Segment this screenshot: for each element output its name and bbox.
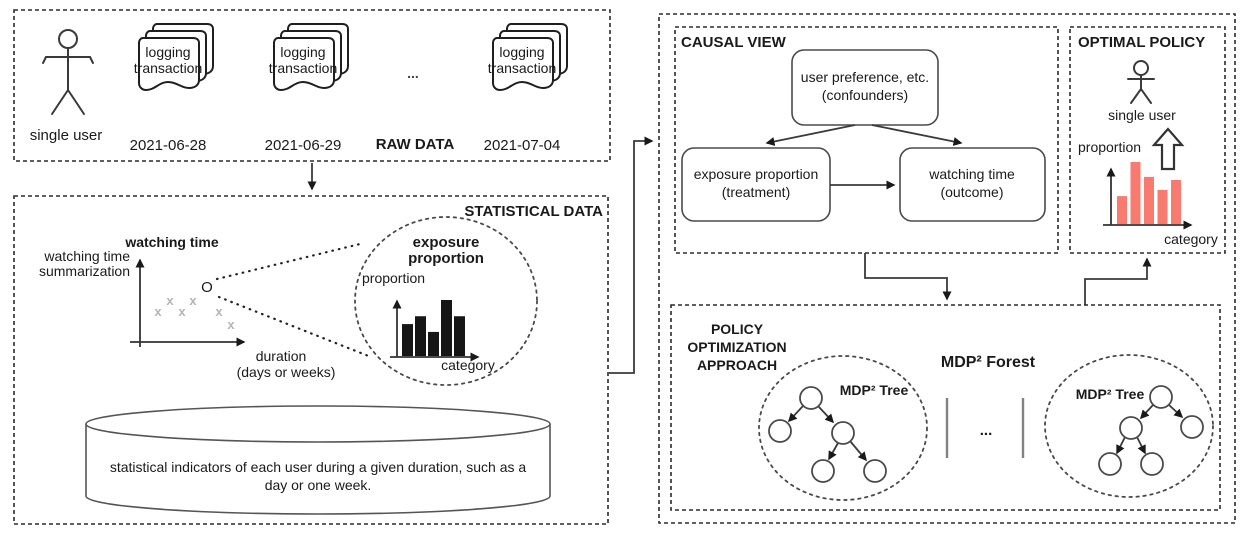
logging-transaction-doc-stack-1: logging transaction: [134, 23, 214, 91]
bar: [1157, 189, 1168, 224]
exposure-bars: [402, 300, 465, 356]
side-label-line1: watching time: [43, 248, 130, 264]
magnifier-callout-line-top: [215, 241, 366, 281]
statistical-data-panel: [13, 195, 609, 525]
optimal-y-label: proportion: [1078, 139, 1141, 155]
single-user-icon: [42, 29, 94, 115]
side-label-line2: summarization: [39, 263, 130, 279]
logging-transaction-doc-stack-3: logging transaction: [488, 23, 568, 91]
forest-ellipsis: ...: [980, 422, 993, 439]
treatment-line1: exposure proportion: [694, 166, 819, 182]
mdp2-tree-label-right: MDP² Tree: [1076, 386, 1145, 402]
policy-title-line1: POLICY: [711, 321, 764, 337]
scatter-mark: x: [227, 317, 235, 332]
confounder-to-treatment-arrow: [765, 124, 856, 146]
causal-view-panel: [674, 26, 1059, 254]
outcome-line2: (outcome): [940, 184, 1003, 200]
scatter-mark: x: [178, 304, 186, 319]
scatter-mark: x: [189, 293, 197, 308]
date-label-3: 2021-07-04: [484, 137, 561, 154]
scatter-y-title: watching time: [124, 234, 219, 250]
doc-label-line1: logging: [499, 44, 544, 60]
outcome-line1: watching time: [928, 166, 1015, 182]
logging-transaction-doc-stack-2: logging transaction: [269, 23, 349, 91]
scatter-mark: x: [154, 304, 162, 319]
date-label-2: 2021-06-29: [265, 137, 342, 154]
database-cylinder-icon: [85, 405, 551, 515]
confounders-node: [791, 49, 939, 126]
raw-data-title: RAW DATA: [376, 136, 455, 153]
raw-ellipsis: ...: [407, 65, 419, 81]
bar: [1117, 196, 1127, 224]
magnifier-title-line2: proportion: [408, 250, 484, 267]
bar: [415, 316, 426, 356]
mdp2-tree-right: [1098, 385, 1204, 476]
causal-view-title: CAUSAL VIEW: [681, 34, 787, 51]
scatter-highlight-point: O: [201, 279, 213, 296]
mdp2-tree-left: [768, 386, 887, 483]
exposure-x-label: category: [441, 357, 495, 373]
optimal-user-label: single user: [1108, 107, 1176, 123]
bar: [428, 331, 439, 356]
bar: [1171, 179, 1181, 224]
database-text-line2: day or one week.: [265, 477, 372, 493]
optimal-policy-title: OPTIMAL POLICY: [1078, 34, 1205, 51]
bar: [402, 324, 413, 356]
doc-label-line1: logging: [280, 44, 325, 60]
optimal-policy-panel: [1069, 26, 1226, 254]
doc-label-line1: logging: [145, 44, 190, 60]
magnifier-callout-line-bottom: [217, 295, 373, 359]
improvement-up-arrow-icon: [1151, 127, 1185, 171]
scatter-x-label-line1: duration: [256, 348, 307, 364]
bar: [454, 316, 465, 356]
single-user-small-icon: [1127, 60, 1155, 104]
treatment-line2: (treatment): [722, 184, 790, 200]
bar: [1130, 162, 1141, 224]
single-user-label: single user: [30, 127, 103, 144]
policy-to-optimal-connector: [1084, 257, 1152, 305]
date-label-1: 2021-06-28: [130, 137, 207, 154]
exposure-y-label: proportion: [362, 270, 425, 286]
confounders-line1: user preference, etc.: [801, 69, 929, 85]
statistical-data-title: STATISTICAL DATA: [464, 203, 603, 220]
scatter-mark: x: [215, 304, 223, 319]
mdp2-tree-label-left: MDP² Tree: [840, 382, 909, 398]
confounders-line2: (confounders): [822, 87, 908, 103]
causal-to-policy-connector: [864, 253, 952, 301]
optimal-bars: [1117, 162, 1181, 224]
optimal-x-label: category: [1164, 231, 1218, 247]
scatter-x-label-line2: (days or weeks): [237, 364, 336, 380]
doc-label-line2: transaction: [488, 60, 556, 76]
statistical-to-causal-connector: [609, 136, 654, 374]
bar: [1144, 176, 1154, 224]
doc-label-line2: transaction: [269, 60, 337, 76]
database-text-line1: statistical indicators of each user duri…: [110, 459, 527, 475]
right-outer-panel: [658, 13, 1236, 524]
mdp2-forest-label: MDP² Forest: [941, 354, 1036, 371]
policy-optimization-panel: [670, 304, 1221, 511]
mdp2-tree-circle-right: [1044, 354, 1214, 498]
magnifier-circle: [354, 216, 538, 386]
optimal-policy-chart: category: [1103, 162, 1218, 247]
magnifier-title-line1: exposure: [413, 234, 480, 251]
exposure-proportion-chart: exposure proportion proportion category: [362, 234, 495, 373]
raw-data-panel: [13, 9, 611, 162]
policy-title-line2: OPTIMIZATION: [687, 339, 786, 355]
bar: [441, 300, 452, 356]
confounder-to-outcome-arrow: [871, 124, 963, 146]
scatter-mark: x: [166, 293, 174, 308]
doc-label-line2: transaction: [134, 60, 202, 76]
policy-title-line3: APPROACH: [697, 357, 777, 373]
outcome-node: [899, 147, 1046, 222]
mdp2-tree-circle-left: [758, 355, 928, 501]
